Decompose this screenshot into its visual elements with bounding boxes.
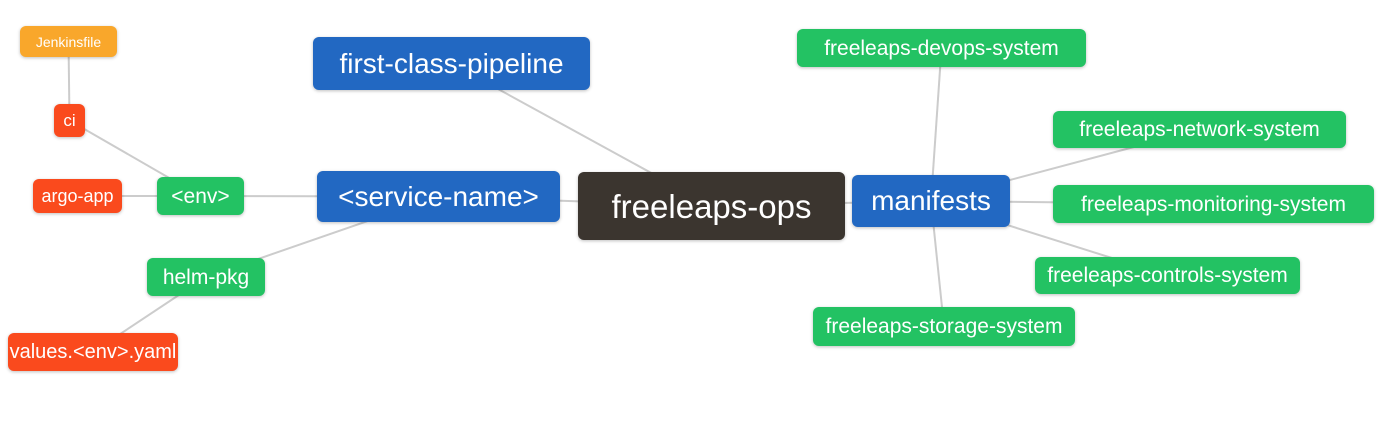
node-argo-app[interactable]: argo-app: [33, 179, 122, 213]
node-service-name[interactable]: <service-name>: [317, 171, 560, 222]
node-freeleaps-storage-system[interactable]: freeleaps-storage-system: [813, 307, 1075, 346]
node-freeleaps-ops[interactable]: freeleaps-ops: [578, 172, 845, 240]
node-values-env-yaml[interactable]: values.<env>.yaml: [8, 333, 178, 371]
node-manifests[interactable]: manifests: [852, 175, 1010, 227]
node-ci[interactable]: ci: [54, 104, 85, 137]
node-env[interactable]: <env>: [157, 177, 244, 215]
node-freeleaps-controls-system[interactable]: freeleaps-controls-system: [1035, 257, 1300, 294]
node-jenkinsfile[interactable]: Jenkinsfile: [20, 26, 117, 57]
node-first-class-pipeline[interactable]: first-class-pipeline: [313, 37, 590, 90]
node-freeleaps-devops-system[interactable]: freeleaps-devops-system: [797, 29, 1086, 67]
node-helm-pkg[interactable]: helm-pkg: [147, 258, 265, 296]
node-freeleaps-monitoring-system[interactable]: freeleaps-monitoring-system: [1053, 185, 1374, 223]
node-freeleaps-network-system[interactable]: freeleaps-network-system: [1053, 111, 1346, 148]
